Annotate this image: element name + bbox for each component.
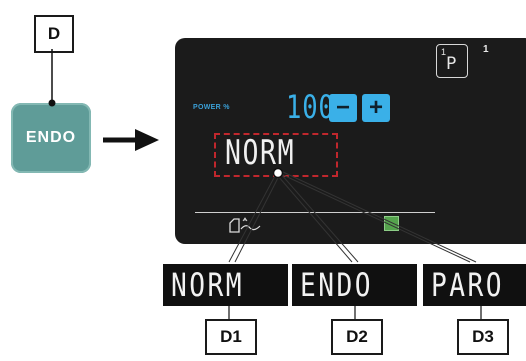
endo-button[interactable]: ENDO: [11, 103, 91, 173]
callout-d-label: D: [34, 15, 74, 53]
power-value-display: 100: [286, 88, 335, 126]
power-label: POWER %: [193, 104, 230, 111]
mode-option-label: PARO: [431, 266, 505, 304]
mode-display: NORM: [225, 133, 296, 173]
callout-d3-label: D3: [457, 319, 509, 355]
program-index: 1: [441, 47, 447, 57]
power-decrease-button[interactable]: −: [329, 94, 357, 122]
program-letter: P: [446, 54, 457, 74]
mode-option-label: NORM: [171, 266, 245, 304]
callout-d2-label: D2: [331, 319, 383, 355]
callout-d-dot: [48, 99, 56, 107]
mode-option-paro: PARO: [423, 264, 526, 306]
endo-button-label: ENDO: [25, 129, 77, 146]
program-number: 1: [483, 44, 489, 55]
mode-option-label: ENDO: [300, 266, 374, 304]
power-increase-button[interactable]: +: [362, 94, 390, 122]
mode-connector-lines: [228, 171, 477, 263]
irrigation-icon: [228, 217, 268, 236]
mode-option-norm: NORM: [163, 264, 288, 306]
mode-option-endo: ENDO: [292, 264, 417, 306]
program-icon: 1 P: [436, 44, 468, 78]
arrow-right-icon: [135, 129, 159, 151]
mode-connector-dot: [272, 167, 284, 179]
callout-d1-label: D1: [205, 319, 257, 355]
irrigation-icon-svg: [229, 217, 261, 233]
